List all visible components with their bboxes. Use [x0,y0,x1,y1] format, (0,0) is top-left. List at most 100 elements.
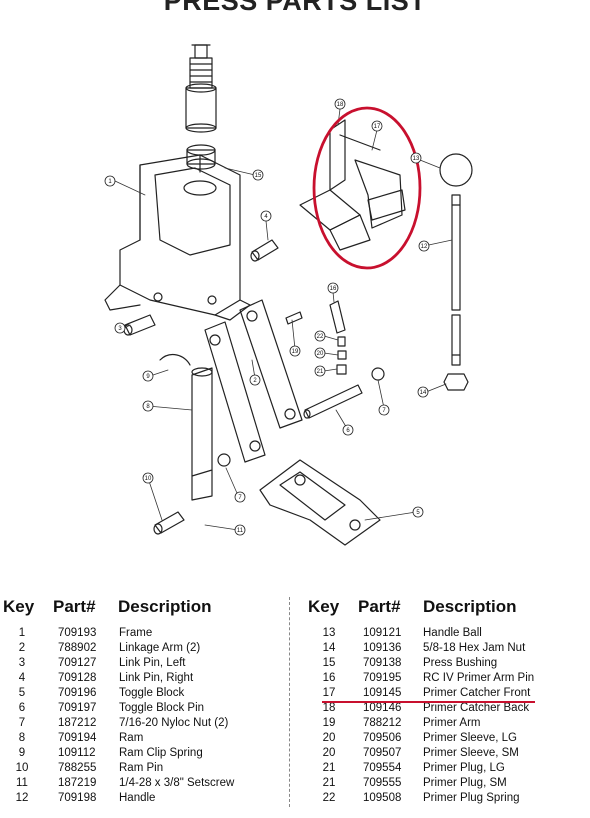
callout-15: 15 [255,173,262,179]
table-row: 7 187212 7/16-20 Nyloc Nut (2) [0,716,280,731]
cell-desc: Primer Plug, SM [423,777,507,789]
highlight-underline [322,701,535,703]
cell-key: 21 [322,762,336,774]
callout-18: 18 [337,102,344,108]
hex-jam-nut [443,373,469,391]
cell-part: 709197 [58,702,97,714]
callout-7a: 7 [382,408,386,414]
header-key: Key [308,597,340,616]
ram [159,353,213,501]
highlight-circle [312,106,422,270]
cell-desc: Primer Sleeve, LG [423,732,517,744]
table-divider [289,597,291,807]
ram-pin [153,511,185,535]
cell-part: 709555 [363,777,402,789]
cell-part: 187212 [58,717,97,729]
callout-3: 3 [118,326,122,332]
setscrew [285,311,303,325]
cell-desc: Ram Clip Spring [119,747,203,759]
cell-desc: Primer Catcher Front [423,687,531,699]
table-header: Key Part# Description [0,592,280,626]
cell-part: 709127 [58,657,97,669]
toggle-block [259,459,381,546]
cell-key: 19 [322,717,336,729]
nyloc-nut-lower [217,453,231,467]
cell-desc: Press Bushing [423,657,498,669]
cell-key: 6 [18,702,26,714]
cell-part: 709138 [363,657,402,669]
callout-5: 5 [416,510,420,516]
cell-desc: Link Pin, Right [119,672,194,684]
cell-key: 13 [322,627,336,639]
cell-key: 4 [18,672,26,684]
link-pin-right [250,239,279,262]
callout-4: 4 [264,214,268,220]
callout-19: 19 [292,349,299,355]
cell-key: 22 [322,792,336,804]
callout-17: 17 [374,124,381,130]
cell-desc: Primer Arm [423,717,481,729]
cell-part: 709193 [58,627,97,639]
cell-part: 709198 [58,792,97,804]
link-pin-left [123,314,156,336]
die-threaded-part [185,44,217,133]
header-description: Description [423,597,517,616]
header-key: Key [3,597,35,616]
cell-part: 709507 [363,747,402,759]
callout-1: 1 [108,179,112,185]
cell-key: 18 [322,702,336,714]
cell-part: 109112 [58,747,96,759]
cell-desc: RC IV Primer Arm Pin [423,672,535,684]
cell-desc: 7/16-20 Nyloc Nut (2) [119,717,229,729]
linkage-arms [204,299,303,463]
cell-desc: Primer Plug Spring [423,792,520,804]
cell-desc: Handle Ball [423,627,482,639]
callout-10: 10 [145,476,152,482]
cell-part: 709554 [363,762,402,774]
cell-key: 5 [18,687,26,699]
cell-part: 709196 [58,687,97,699]
table-row: 19 788212 Primer Arm [300,716,590,731]
page-title: PRESS PARTS LIST [163,0,427,16]
cell-key: 14 [322,642,336,654]
cell-part: 109508 [363,792,402,804]
handle [451,194,461,366]
cell-key: 7 [18,717,26,729]
callout-22: 22 [317,334,324,340]
cell-desc: Ram Pin [119,762,164,774]
handle-ball [439,153,473,187]
primer-plug [336,364,347,375]
cell-part: 788255 [58,762,97,774]
cell-part: 109136 [363,642,402,654]
cell-key: 10 [15,762,29,774]
cell-key: 20 [322,747,336,759]
callout-2: 2 [253,378,257,384]
toggle-block-pin [303,384,363,419]
cell-part: 709506 [363,732,402,744]
frame [104,154,251,321]
callout-20: 20 [317,351,324,357]
primer-sleeve [337,350,347,360]
cell-part: 709194 [58,732,97,744]
cell-key: 8 [18,732,26,744]
cell-key: 21 [322,777,336,789]
callout-9: 9 [146,374,150,380]
callout-14: 14 [420,390,427,396]
callout-11: 11 [237,528,244,534]
cell-part: 788212 [363,717,402,729]
primer-arm-pin [329,300,346,334]
cell-part: 109145 [363,687,402,699]
header-part: Part# [358,597,401,616]
